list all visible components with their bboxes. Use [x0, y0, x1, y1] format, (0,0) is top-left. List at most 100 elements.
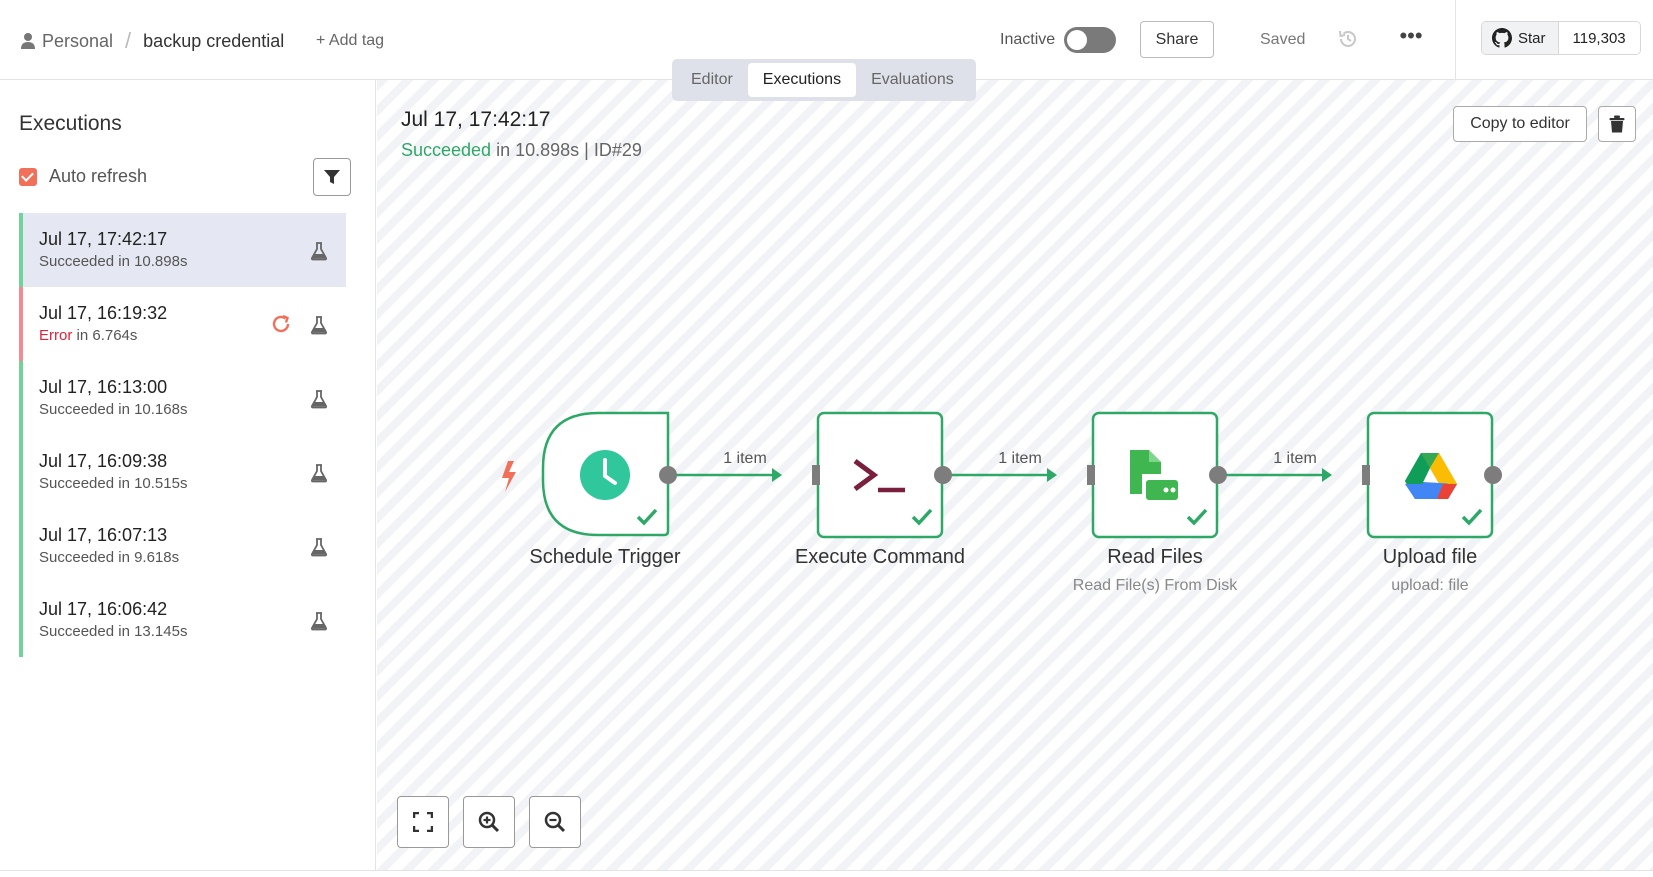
node-read-files[interactable] — [1087, 411, 1227, 539]
filter-button[interactable] — [313, 158, 351, 196]
sidebar-title: Executions — [19, 112, 122, 135]
toggle-knob — [1067, 30, 1087, 50]
active-toggle[interactable] — [1064, 27, 1116, 53]
trash-icon — [1609, 115, 1625, 133]
connection-1 — [668, 468, 782, 482]
person-icon — [21, 33, 35, 49]
flask-icon[interactable] — [310, 389, 328, 409]
execution-list: Jul 17, 17:42:17 Succeeded in 10.898s Ju… — [19, 213, 346, 657]
connection-item-count: 1 item — [723, 450, 767, 467]
execution-time: Jul 17, 16:19:32 — [39, 303, 168, 323]
output-handle[interactable] — [934, 466, 952, 484]
github-star-button[interactable]: Star 119,303 — [1481, 21, 1641, 55]
more-options-icon[interactable]: ••• — [1399, 23, 1423, 48]
filter-icon — [324, 170, 340, 184]
output-handle[interactable] — [1209, 466, 1227, 484]
output-handle[interactable] — [659, 466, 677, 484]
header-divider — [1455, 0, 1456, 80]
flask-icon[interactable] — [310, 315, 328, 335]
workflow-canvas[interactable]: Jul 17, 17:42:17 Succeeded in 10.898s | … — [377, 80, 1653, 870]
breadcrumb-separator: / — [125, 28, 132, 53]
file-disk-icon — [1130, 450, 1178, 500]
zoom-in-button[interactable] — [463, 796, 515, 848]
tab-editor[interactable]: Editor — [691, 71, 733, 88]
auto-refresh-checkbox[interactable] — [19, 167, 37, 186]
execution-item[interactable]: Jul 17, 16:07:13 Succeeded in 9.618s — [19, 509, 346, 583]
zoom-controls — [397, 796, 581, 848]
zoom-out-icon — [544, 811, 566, 833]
star-count[interactable]: 119,303 — [1558, 22, 1640, 54]
node-schedule-trigger[interactable] — [541, 411, 677, 537]
google-drive-icon — [1405, 453, 1457, 499]
workflow-name[interactable]: backup credential — [143, 30, 285, 51]
clock-icon — [580, 450, 630, 500]
execution-time: Jul 17, 16:13:00 — [39, 377, 168, 397]
execution-item[interactable]: Jul 17, 16:09:38 Succeeded in 10.515s — [19, 435, 346, 509]
execution-detail-status: Succeeded in 10.898s | ID#29 — [401, 140, 642, 160]
bottom-divider — [0, 870, 1653, 871]
view-tabs: Editor Executions Evaluations — [672, 59, 976, 101]
input-handle[interactable] — [812, 465, 820, 485]
active-status-label: Inactive — [1000, 31, 1056, 48]
fullscreen-icon — [413, 812, 433, 832]
execution-time: Jul 17, 16:06:42 — [39, 599, 168, 619]
terminal-icon — [853, 458, 905, 493]
input-handle[interactable] — [1087, 465, 1095, 485]
tab-executions[interactable]: Executions — [747, 63, 857, 97]
check-icon — [1186, 508, 1208, 526]
retry-icon[interactable] — [270, 313, 292, 335]
node-label: Schedule Trigger — [529, 546, 681, 568]
flask-icon[interactable] — [310, 463, 328, 483]
execution-detail-time: Jul 17, 17:42:17 — [401, 108, 551, 131]
execution-time: Jul 17, 16:07:13 — [39, 525, 168, 545]
execution-status: Succeeded in 10.168s — [39, 401, 188, 418]
executions-sidebar: Executions Auto refresh Jul 17, 17:42:17… — [0, 80, 376, 870]
flask-icon[interactable] — [310, 241, 328, 261]
zoom-in-icon — [478, 811, 500, 833]
execution-status: Succeeded in 10.898s — [39, 253, 188, 270]
execution-time: Jul 17, 17:42:17 — [39, 229, 168, 249]
execution-item[interactable]: Jul 17, 16:06:42 Succeeded in 13.145s — [19, 583, 346, 657]
delete-execution-button[interactable] — [1598, 106, 1636, 142]
execution-status: Succeeded in 13.145s — [39, 623, 188, 640]
fit-view-button[interactable] — [397, 796, 449, 848]
connection-3 — [1218, 468, 1332, 482]
copy-to-editor-button[interactable]: Copy to editor — [1453, 106, 1587, 142]
flask-icon[interactable] — [310, 611, 328, 631]
flask-icon[interactable] — [310, 537, 328, 557]
node-label: Read Files — [1107, 546, 1203, 568]
connection-item-count: 1 item — [998, 450, 1042, 467]
add-tag-button[interactable]: + Add tag — [316, 32, 385, 49]
breadcrumb: Personal / backup credential — [20, 28, 284, 54]
node-upload-file[interactable] — [1362, 411, 1502, 539]
check-icon — [1461, 508, 1483, 526]
auto-refresh[interactable]: Auto refresh — [19, 166, 147, 187]
execution-status: Error in 6.764s — [39, 327, 138, 344]
execution-item[interactable]: Jul 17, 16:13:00 Succeeded in 10.168s — [19, 361, 346, 435]
node-label: Execute Command — [794, 546, 966, 568]
history-icon[interactable] — [1337, 28, 1359, 50]
node-subtitle: upload: file — [1391, 577, 1469, 594]
connection-2 — [943, 468, 1057, 482]
check-icon — [911, 508, 933, 526]
workflow-diagram — [502, 411, 1502, 539]
input-handle[interactable] — [1362, 465, 1370, 485]
output-handle[interactable] — [1484, 466, 1502, 484]
connection-item-count: 1 item — [1273, 450, 1317, 467]
share-button[interactable]: Share — [1140, 21, 1214, 58]
check-icon — [636, 508, 658, 526]
trigger-bolt-icon — [502, 461, 516, 492]
execution-status: Succeeded in 10.515s — [39, 475, 188, 492]
star-text: Star — [1518, 29, 1546, 47]
execution-item[interactable]: Jul 17, 17:42:17 Succeeded in 10.898s — [19, 213, 346, 287]
project-link[interactable]: Personal — [42, 30, 114, 51]
saved-status: Saved — [1260, 31, 1306, 48]
github-star-label[interactable]: Star — [1482, 22, 1559, 54]
execution-time: Jul 17, 16:09:38 — [39, 451, 168, 471]
tab-evaluations[interactable]: Evaluations — [871, 71, 954, 88]
execution-item[interactable]: Jul 17, 16:19:32 Error in 6.764s — [19, 287, 346, 361]
execution-status: Succeeded in 9.618s — [39, 549, 180, 566]
zoom-out-button[interactable] — [529, 796, 581, 848]
node-execute-command[interactable] — [812, 411, 952, 539]
node-label: Upload file — [1382, 546, 1478, 568]
